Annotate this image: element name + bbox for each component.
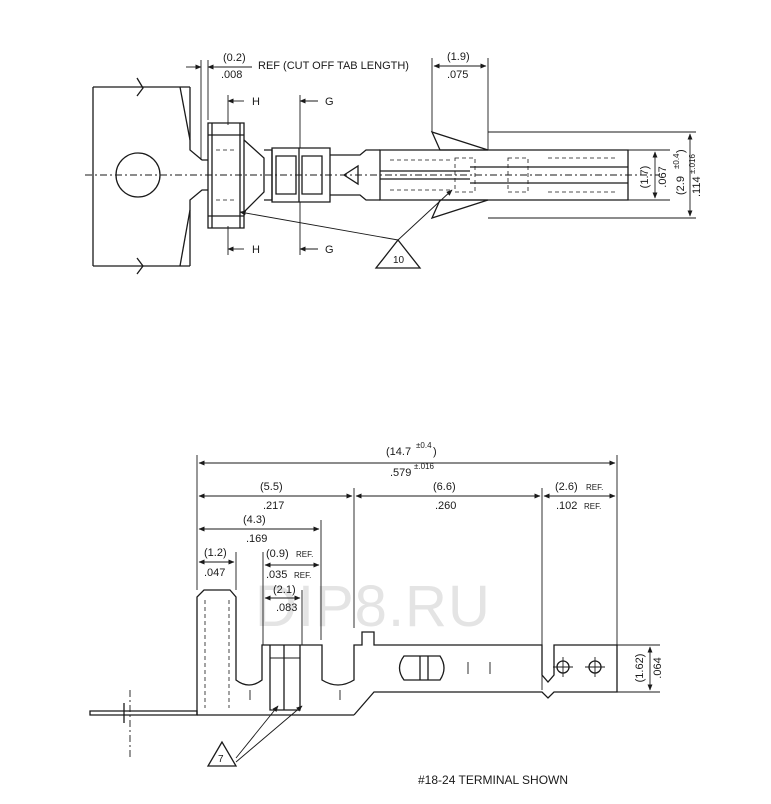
- dim-21-in: .083: [276, 602, 297, 614]
- dim-total-mm-close: ): [433, 446, 437, 458]
- dim-66-in: .260: [435, 500, 456, 512]
- note-7-label: 7: [218, 754, 224, 765]
- dim-width-in-group: .114 ±.016: [688, 153, 703, 197]
- dim-cutoff-note: REF (CUT OFF TAB LENGTH): [258, 60, 409, 72]
- side-view: (14.7 ±0.4 ) .579 ±.016 (5.5) .217 (6.6)…: [89, 441, 664, 787]
- caption-text: #18-24 TERMINAL SHOWN: [418, 773, 568, 787]
- dim-total-in-group: .579 ±.016: [390, 462, 435, 479]
- note-triangle-10: [374, 238, 422, 269]
- note-10-label: 10: [393, 255, 405, 266]
- dim-09-mm: (0.9): [266, 548, 289, 560]
- spring-window: [398, 655, 445, 681]
- wire-crimp: [271, 147, 331, 203]
- dim-55-mm: (5.5): [260, 481, 283, 493]
- section-g-top: G: [325, 96, 334, 108]
- note-triangle-7: [206, 740, 238, 767]
- section-h-bottom: H: [252, 244, 260, 256]
- dim-09-in: .035: [266, 569, 287, 581]
- dim-total-mm: (14.7: [386, 446, 411, 458]
- dim-width-in: .114: [691, 176, 703, 197]
- dim-width-mm-tol: ±0.4: [672, 153, 681, 169]
- dim-55-in: .217: [263, 500, 284, 512]
- dim-26-in: .102: [556, 500, 577, 512]
- pilot-hole: [115, 152, 161, 198]
- dim-width-mm: (2.9: [675, 176, 687, 195]
- insulation-crimp: [207, 122, 245, 229]
- carrier-tab: [89, 710, 198, 716]
- dim-26-mm: (2.6): [555, 481, 578, 493]
- dim-162-in: .064: [652, 657, 664, 678]
- top-view: H H G G (0.2) .008 REF (CUT OFF TAB LENG…: [85, 51, 703, 275]
- dim-height-in: .067: [657, 166, 669, 187]
- watermark-text: DIP8.RU: [255, 574, 491, 639]
- dim-26-ref: REF.: [586, 483, 603, 492]
- dim-26-in-ref: REF.: [584, 502, 601, 511]
- dim-width-in-tol: ±.016: [688, 153, 697, 174]
- dim-09-ref: REF.: [296, 550, 313, 559]
- dim-12-mm: (1.2): [204, 547, 227, 559]
- dim-162-mm: (1.62): [634, 654, 646, 683]
- dim-21-mm: (2.1): [273, 584, 296, 596]
- dim-43-mm: (4.3): [243, 514, 266, 526]
- dim-cutoff-in: .008: [221, 69, 242, 81]
- section-h-top: H: [252, 96, 260, 108]
- dim-09-in-ref: REF.: [294, 571, 311, 580]
- dim-lance-mm: (1.9): [447, 51, 470, 63]
- dim-cutoff-mm: (0.2): [223, 52, 246, 64]
- locking-lance-bottom: [430, 199, 489, 220]
- locking-lance-top: [430, 130, 489, 151]
- dim-total-in: .579: [390, 467, 411, 479]
- dim-total-mm-group: (14.7 ±0.4 ): [386, 441, 437, 458]
- dim-width-mm-group: (2.9 ±0.4 ): [672, 149, 687, 195]
- dim-height-mm: (1.7): [639, 166, 651, 189]
- terminal-profile: [196, 589, 618, 716]
- dim-total-in-tol: ±.016: [414, 462, 435, 471]
- section-g-bottom: G: [325, 244, 334, 256]
- dim-43-in: .169: [246, 533, 267, 545]
- dim-width-mm-close: ): [675, 149, 687, 153]
- dim-12-in: .047: [204, 567, 225, 579]
- dim-66-mm: (6.6): [433, 481, 456, 493]
- dim-lance-in: .075: [447, 69, 468, 81]
- dim-total-mm-tol: ±0.4: [416, 441, 432, 450]
